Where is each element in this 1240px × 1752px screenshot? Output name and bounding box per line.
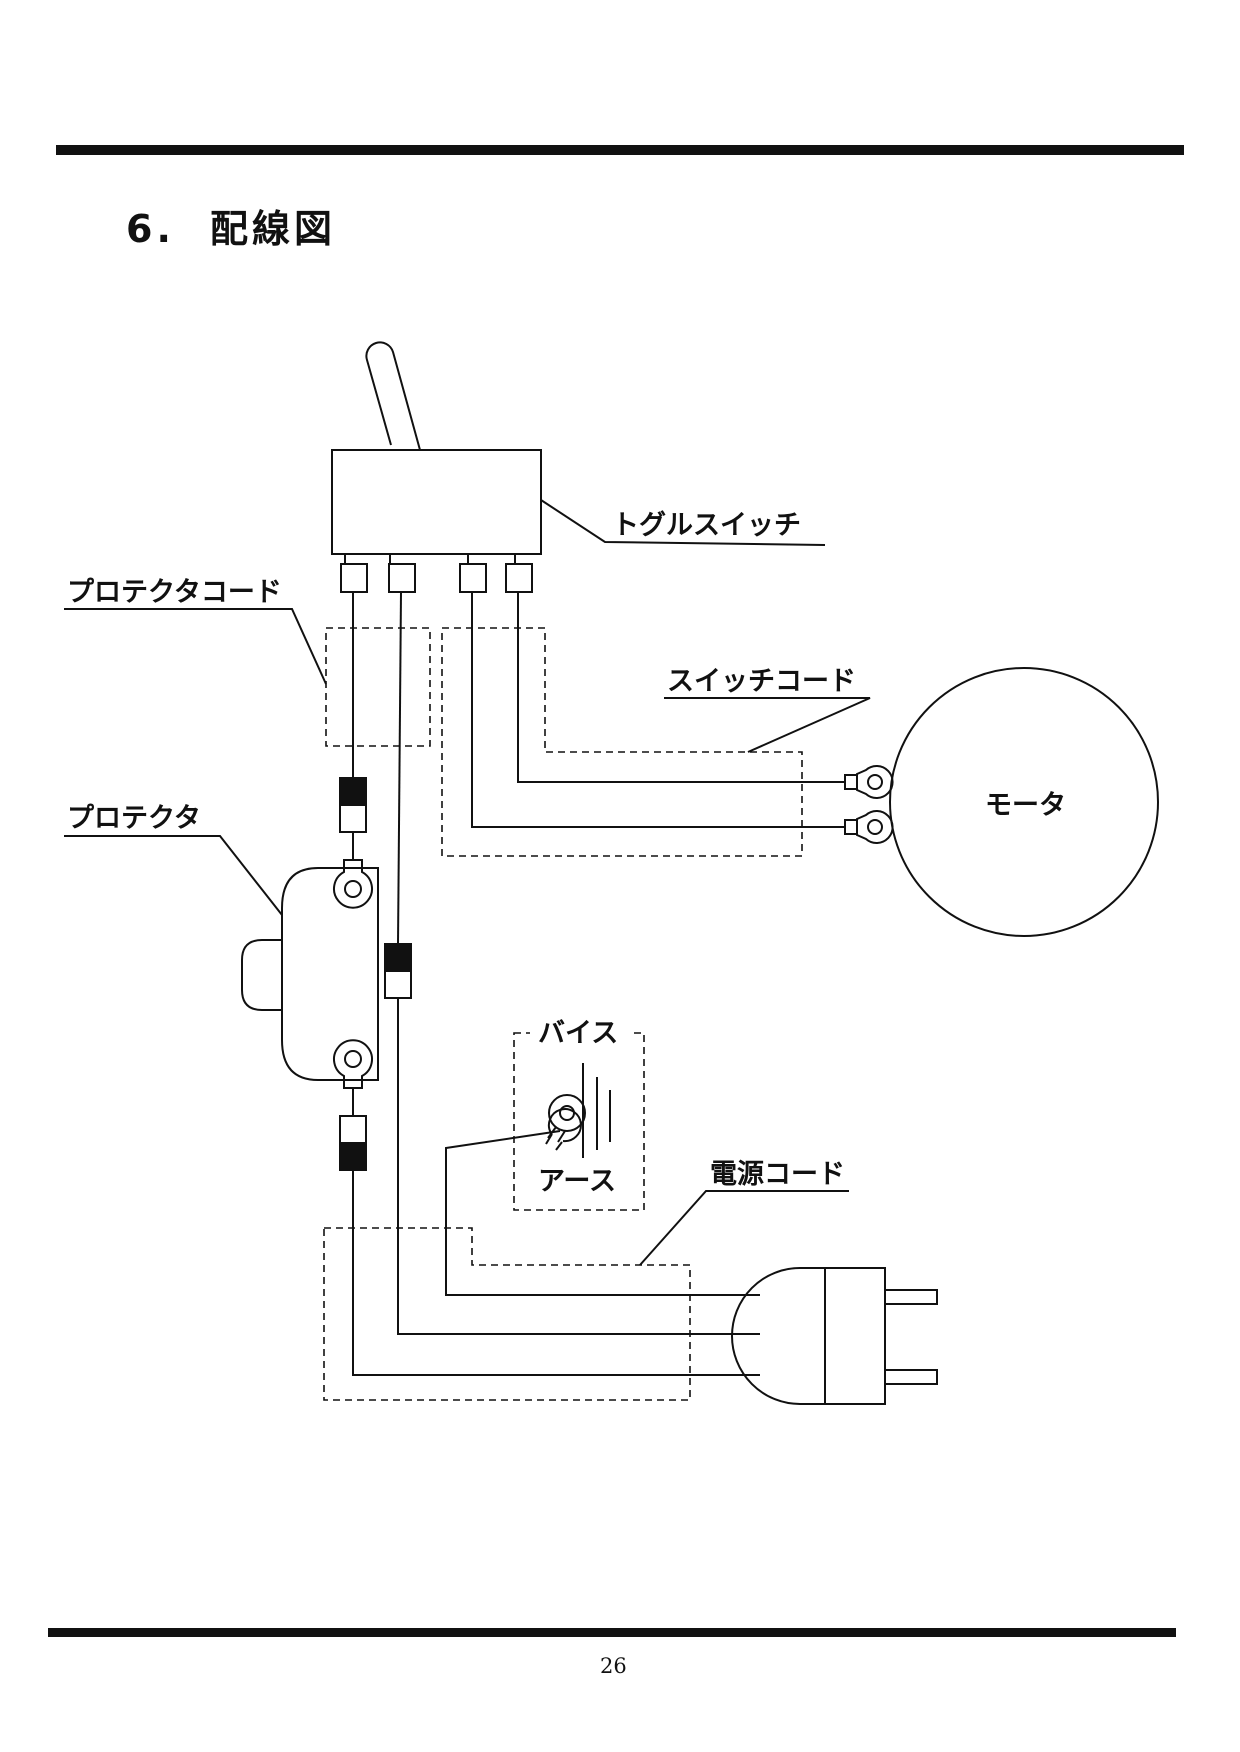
vise-earth: バイス アース [530,1018,630,1197]
switch-terminal-4 [505,563,533,593]
protector-terminal-top [344,880,362,898]
protector-cord-leader [64,608,327,685]
plug-face [824,1267,886,1405]
plug-prong-bottom [884,1369,938,1385]
label-switch-cord: スイッチコード [667,666,856,697]
protector-terminal-bottom [344,1050,362,1068]
direct-wire-upper [397,591,402,945]
switch-cord-box [441,627,803,857]
label-power-cord: 電源コード [710,1159,845,1190]
power-plug [731,1267,938,1405]
protector-cord-box [325,627,431,747]
motor: モータ [844,667,1159,937]
earth-wire [445,1130,760,1296]
switch-terminal-2 [388,563,416,593]
protector [241,859,379,1089]
label-protector: プロテクタ [67,803,201,834]
switch-terminal-3 [459,563,487,593]
label-earth: アース [538,1166,616,1197]
toggle-lever [365,341,421,451]
protector-body [281,867,379,1081]
connector-direct [384,943,412,972]
motor-terminal-2 [867,819,883,835]
power-cord-leader [639,1190,849,1266]
motor-wire-1 [517,592,845,783]
connector-protector-bottom [339,1115,367,1144]
switch-terminal-1 [340,563,368,593]
top-rule [56,145,1184,155]
motor-wire-2 [471,592,845,828]
earth-terminal [559,1105,575,1121]
plug-body [731,1267,826,1405]
bottom-rule [48,1628,1176,1637]
page-heading: 6. 配線図 [126,207,336,251]
page-number: 26 [600,1654,627,1678]
label-toggle-switch: トグルスイッチ [612,509,801,541]
connector-protector-top [339,777,367,806]
section-number: 6. [126,207,175,251]
plug-prong-top [884,1289,938,1305]
switch-cord-leader [664,697,871,753]
motor-housing [889,667,1159,937]
protector-leader [64,835,283,916]
cord-connectors [339,777,412,1171]
motor-terminal-1 [867,774,883,790]
page-title: 配線図 [210,207,336,251]
label-vise: バイス [538,1018,618,1049]
toggle-switch-leader [540,499,826,546]
label-motor: モータ [985,790,1066,821]
toggle-switch-body [331,449,542,555]
protector-wire-to-plug [352,1170,760,1376]
label-protector-cord: プロテクタコード [67,577,282,608]
power-cord-box [323,1227,691,1401]
wires [352,591,845,1376]
toggle-switch [331,341,542,593]
protector-button [241,939,282,1011]
direct-wire-to-plug [397,998,760,1335]
